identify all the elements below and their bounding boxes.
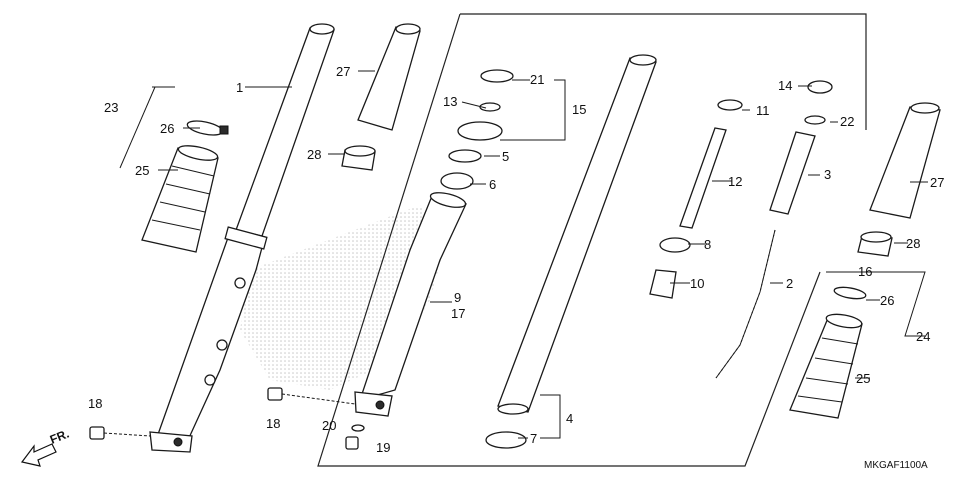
leader-lines: [119, 70, 928, 439]
inner-tube: [485, 54, 657, 449]
oil-seal-stack: [440, 69, 514, 190]
callout-2: 2: [786, 276, 793, 291]
callout-1: 1: [236, 80, 243, 95]
bolt-center: [267, 387, 365, 450]
callout-28-right: 28: [906, 236, 920, 251]
callout-17: 17: [451, 306, 465, 321]
direction-label: FR.: [48, 427, 71, 447]
callout-24: 24: [916, 329, 930, 344]
fork-boot-left: [141, 145, 219, 253]
callout-5: 5: [502, 149, 509, 164]
fork-spring: [715, 229, 776, 379]
callout-22: 22: [840, 114, 854, 129]
damper-rod-parts: [649, 80, 833, 299]
bottom-case-center: [354, 192, 467, 417]
cover-seat-upper: [341, 145, 376, 171]
callout-15: 15: [572, 102, 586, 117]
bottom-case-left: [149, 226, 268, 453]
callout-12: 12: [728, 174, 742, 189]
fork-tube-left: [235, 23, 335, 237]
callout-16: 16: [858, 264, 872, 279]
fork-boot-right: [789, 286, 867, 419]
callout-10: 10: [690, 276, 704, 291]
callout-27-right: 27: [930, 175, 944, 190]
socket-bolt-left: [89, 426, 151, 440]
callout-3: 3: [824, 167, 831, 182]
callout-26: 26: [160, 121, 174, 136]
callout-25-right: 25: [856, 371, 870, 386]
callout-11: 11: [756, 103, 770, 118]
callout-21: 21: [530, 72, 544, 87]
callout-19: 19: [376, 440, 390, 455]
callout-7: 7: [530, 431, 537, 446]
callout-28: 28: [307, 147, 321, 162]
callout-20: 20: [322, 418, 336, 433]
callout-13: 13: [443, 94, 457, 109]
callout-6: 6: [489, 177, 496, 192]
assembly-boundary: [317, 13, 867, 467]
fork-cover-upper: [357, 23, 421, 131]
diagram-code: MKGAF1100A: [864, 460, 928, 471]
fork-cover-right: [869, 102, 941, 219]
callout-14: 14: [778, 78, 792, 93]
callout-9: 9: [454, 290, 461, 305]
callout-23: 23: [104, 100, 118, 115]
callout-26-right: 26: [880, 293, 894, 308]
callout-25: 25: [135, 163, 149, 178]
callout-18-center: 18: [266, 416, 280, 431]
callout-18: 18: [88, 396, 102, 411]
cover-seat-right: [857, 231, 893, 257]
callout-27: 27: [336, 64, 350, 79]
arrow-fr-icon: FR.: [20, 427, 71, 467]
callout-labels: 1 23 26 25 27 28 21 13 15 5 6 9 17 4 7 1…: [88, 64, 944, 455]
callout-8: 8: [704, 237, 711, 252]
boot-clamp-left: [186, 120, 229, 136]
callout-4: 4: [566, 411, 573, 426]
